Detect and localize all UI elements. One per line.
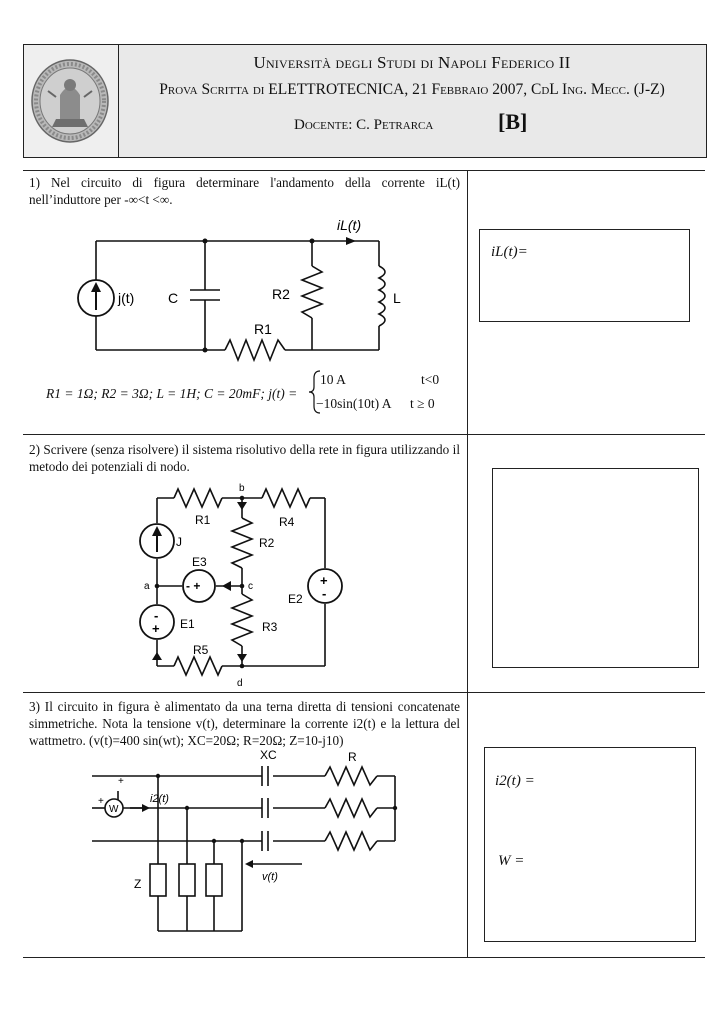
q3-xc-label: XC bbox=[260, 748, 277, 762]
divider-top bbox=[23, 170, 705, 171]
docente-label: Docente: bbox=[294, 117, 353, 133]
q3-i2-label: i2(t) bbox=[150, 793, 169, 805]
exam-version: [B] bbox=[498, 109, 528, 134]
exam-header: Università degli Studi di Napoli Federic… bbox=[23, 44, 707, 158]
q2-node-d: d bbox=[237, 678, 243, 689]
q2-e2-label: E2 bbox=[288, 592, 303, 606]
exam-title: Prova Scritta di ELETTROTECNICA, 21 Febb… bbox=[159, 81, 665, 98]
q2-text: 2) Scrivere (senza risolvere) il sistema… bbox=[29, 442, 460, 474]
q2-j-label: J bbox=[176, 535, 182, 549]
q2-e3-polarity-minus: - + bbox=[186, 579, 200, 593]
q1-answer-label: iL(t)= bbox=[491, 244, 528, 260]
q1-answer-box[interactable]: iL(t)= bbox=[479, 229, 690, 322]
docente: Docente: C. Petrarca bbox=[294, 117, 433, 134]
q3-answer-box[interactable]: i2(t) = W = bbox=[484, 747, 696, 942]
q3-v-label: v(t) bbox=[262, 871, 278, 883]
q3-circuit: W + + i2(t) XC R Z v(t) bbox=[92, 748, 398, 932]
q2-e1-label: E1 bbox=[180, 617, 195, 631]
logo-cell bbox=[24, 45, 119, 157]
divider-q2-q3 bbox=[23, 692, 705, 693]
column-divider bbox=[467, 170, 468, 957]
q1-case1-value: 10 A bbox=[320, 372, 346, 387]
q1-case2-cond: t ≥ 0 bbox=[410, 396, 435, 411]
q3-answer-w: W = bbox=[498, 853, 525, 869]
q2-r3-label: R3 bbox=[262, 620, 278, 634]
q2-r1-label: R1 bbox=[195, 513, 211, 527]
docente-name: C. Petrarca bbox=[356, 117, 434, 133]
q1-case1-cond: t<0 bbox=[421, 372, 440, 387]
q2-r5-label: R5 bbox=[193, 643, 209, 657]
q2-e2-polarity-plus: + bbox=[320, 573, 328, 588]
q2-node-a: a bbox=[144, 581, 150, 592]
q3-wattmeter-label: W bbox=[109, 804, 119, 815]
q3-plus-top: + bbox=[118, 776, 124, 787]
q2-node-c: c bbox=[248, 581, 253, 592]
q1-case2-value: −10sin(10t) A bbox=[316, 396, 392, 411]
q2-r2-label: R2 bbox=[259, 536, 275, 550]
q1-source-label: j(t) bbox=[117, 290, 134, 306]
university-name: Università degli Studi di Napoli Federic… bbox=[253, 53, 571, 72]
q1-inductor-label: L bbox=[393, 290, 401, 306]
q1-params: R1 = 1Ω; R2 = 3Ω; L = 1H; C = 20mF; j(t)… bbox=[46, 386, 298, 401]
q1-circuit: iL(t) j(t) C R2 R1 L bbox=[77, 217, 401, 362]
q3-answer-i2: i2(t) = bbox=[495, 773, 535, 789]
q1-current-label: iL(t) bbox=[337, 217, 361, 233]
q2-e3-label: E3 bbox=[192, 555, 207, 569]
q1-r1-label: R1 bbox=[254, 321, 272, 337]
q3-z-label: Z bbox=[134, 877, 141, 891]
q2-e1-polarity-minus: - bbox=[154, 608, 158, 623]
q2-answer-box[interactable] bbox=[492, 468, 699, 668]
divider-bottom bbox=[23, 957, 705, 958]
q2-circuit: - + - + + - b a c d R1 R4 R2 R3 R5 J E3 … bbox=[139, 483, 343, 689]
q1-text: 1) Nel circuito di figura determinare l'… bbox=[29, 175, 460, 207]
divider-q1-q2 bbox=[23, 434, 705, 435]
q2-e1-polarity-plus: + bbox=[152, 621, 160, 636]
q2-node-b: b bbox=[239, 483, 245, 494]
q1-brace-icon bbox=[308, 370, 321, 414]
q2-r4-label: R4 bbox=[279, 515, 295, 529]
q1-capacitor-label: C bbox=[168, 290, 178, 306]
university-seal-logo bbox=[31, 59, 109, 143]
q3-text: 3) Il circuito in figura è alimentato da… bbox=[29, 699, 460, 748]
q1-r2-label: R2 bbox=[272, 286, 290, 302]
q3-plus-left: + bbox=[98, 796, 104, 807]
q2-e2-polarity-minus: - bbox=[322, 586, 326, 601]
q3-r-label: R bbox=[348, 750, 357, 764]
